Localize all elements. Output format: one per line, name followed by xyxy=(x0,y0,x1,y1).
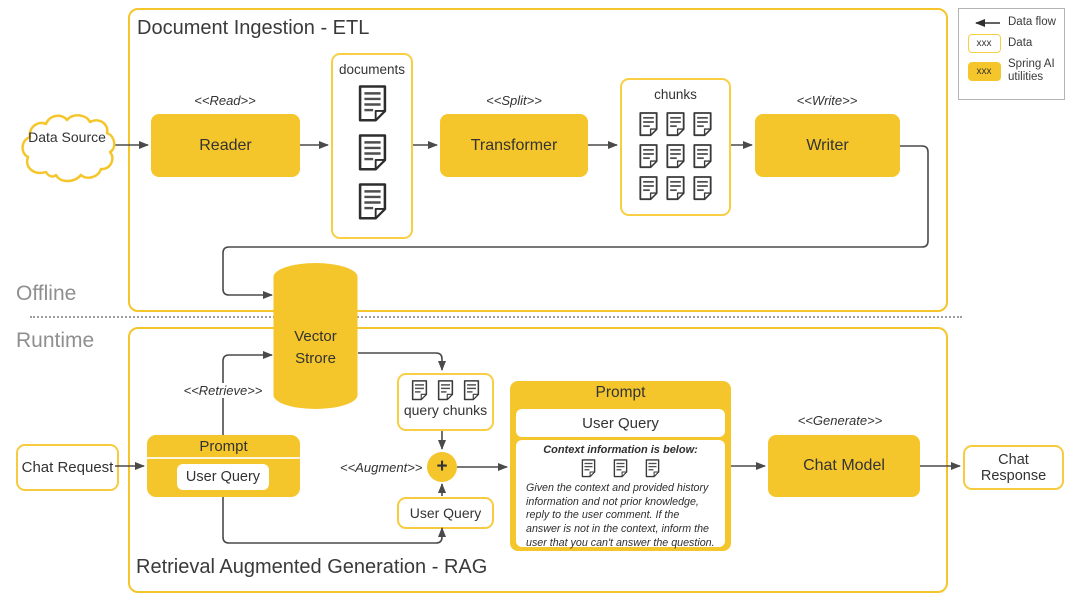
prompt-small-user-query-label: User Query xyxy=(185,469,261,485)
generate-stereotype: <<Generate>> xyxy=(797,413,883,428)
chunks-panel: chunks xyxy=(620,78,731,216)
user-query-label: User Query xyxy=(409,505,482,521)
chunk-document-icon xyxy=(665,144,686,169)
transformer-label: Transformer xyxy=(470,136,558,154)
retrieve-stereotype: <<Retrieve>> xyxy=(178,383,268,398)
document-icon xyxy=(357,85,388,123)
context-document-icon xyxy=(645,459,660,478)
chunk-document-icon xyxy=(665,112,686,137)
legend-row-spring: xxx Spring AI utilities xyxy=(966,58,1064,84)
transformer-box: Transformer xyxy=(440,114,588,177)
reader-label: Reader xyxy=(199,136,252,154)
legend-spring-label: Spring AI utilities xyxy=(1008,58,1055,84)
etl-section-title: Document Ingestion - ETL xyxy=(137,17,370,39)
etl-section-container xyxy=(128,8,948,312)
chunk-document-icon xyxy=(692,112,713,137)
prompt-large-title: Prompt xyxy=(595,384,646,401)
vector-store-line1: Vector xyxy=(294,328,337,345)
writer-box: Writer xyxy=(755,114,900,177)
user-query-box: User Query xyxy=(397,497,494,529)
legend: Data flow xxx Data xxx Spring AI utiliti… xyxy=(958,8,1065,100)
rag-section-container xyxy=(128,327,948,593)
chat-model-box: Chat Model xyxy=(768,435,920,497)
prompt-instructions: Given the context and provided history i… xyxy=(526,482,715,549)
document-icon xyxy=(357,183,388,221)
offline-runtime-divider xyxy=(30,316,962,318)
chunk-document-icon xyxy=(638,144,659,169)
legend-data-chip: xxx xyxy=(967,34,1001,54)
query-chunks-label: query chunks xyxy=(403,402,488,418)
writer-label: Writer xyxy=(806,136,849,154)
legend-data-label: Data xyxy=(1008,37,1033,50)
context-document-icon xyxy=(613,459,628,478)
chat-response-box: Chat Response xyxy=(963,445,1064,490)
chat-request-box: Chat Request xyxy=(16,444,119,491)
rag-section-title: Retrieval Augmented Generation - RAG xyxy=(136,556,488,578)
prompt-large-user-query-box: User Query xyxy=(516,409,725,437)
prompt-large-user-query-label: User Query xyxy=(582,414,659,432)
context-heading: Context information is below: xyxy=(543,444,698,456)
read-stereotype: <<Read>> xyxy=(194,93,256,108)
write-stereotype: <<Write>> xyxy=(796,93,858,108)
document-icon xyxy=(357,134,388,172)
legend-row-data-flow: Data flow xyxy=(966,16,1064,29)
chunk-document-icon xyxy=(692,144,713,169)
split-stereotype: <<Split>> xyxy=(486,93,542,108)
data-source-label: Data Source xyxy=(28,129,106,145)
chunk-document-icon xyxy=(638,112,659,137)
vector-store-line2: Strore xyxy=(295,349,336,367)
data-source-cloud xyxy=(21,114,116,183)
query-chunk-document-icon xyxy=(411,380,428,401)
chunk-document-icon xyxy=(638,176,659,201)
query-chunk-document-icon xyxy=(463,380,480,401)
chat-model-label: Chat Model xyxy=(803,457,885,474)
data-flow-arrow-icon xyxy=(975,18,1000,27)
prompt-small-title: Prompt xyxy=(147,435,300,459)
runtime-label: Runtime xyxy=(16,329,95,352)
prompt-small-box: Prompt User Query xyxy=(147,435,300,497)
context-document-icon xyxy=(581,459,596,478)
augment-plus-icon: + xyxy=(427,452,457,482)
legend-data-chip-text: xxx xyxy=(976,38,992,50)
query-chunk-document-icon xyxy=(437,380,454,401)
retrieve-stereotype-text: <<Retrieve>> xyxy=(181,383,265,398)
vector-store-label: Vector Strore xyxy=(273,326,358,370)
prompt-small-user-query-box: User Query xyxy=(177,464,269,490)
prompt-large-content: Context information is below: Given the … xyxy=(516,440,725,549)
chat-response-label: Chat Response xyxy=(980,451,1047,484)
chunks-panel-label: chunks xyxy=(654,87,697,102)
legend-row-data: xxx Data xyxy=(966,34,1064,54)
legend-spring-chip: xxx xyxy=(967,61,1001,81)
chunk-document-icon xyxy=(692,176,713,201)
reader-box: Reader xyxy=(151,114,300,177)
query-chunks-panel: query chunks xyxy=(397,373,494,431)
legend-data-flow-label: Data flow xyxy=(1008,16,1056,28)
documents-panel-label: documents xyxy=(338,62,406,77)
documents-panel: documents xyxy=(331,53,413,239)
legend-spring-chip-text: xxx xyxy=(976,65,992,77)
offline-label: Offline xyxy=(16,282,77,305)
chat-request-label: Chat Request xyxy=(21,459,114,476)
augment-stereotype: <<Augment>> xyxy=(340,460,423,475)
chunk-document-icon xyxy=(665,176,686,201)
prompt-large-box: Prompt User Query Context information is… xyxy=(510,381,731,551)
plus-label: + xyxy=(436,456,448,477)
